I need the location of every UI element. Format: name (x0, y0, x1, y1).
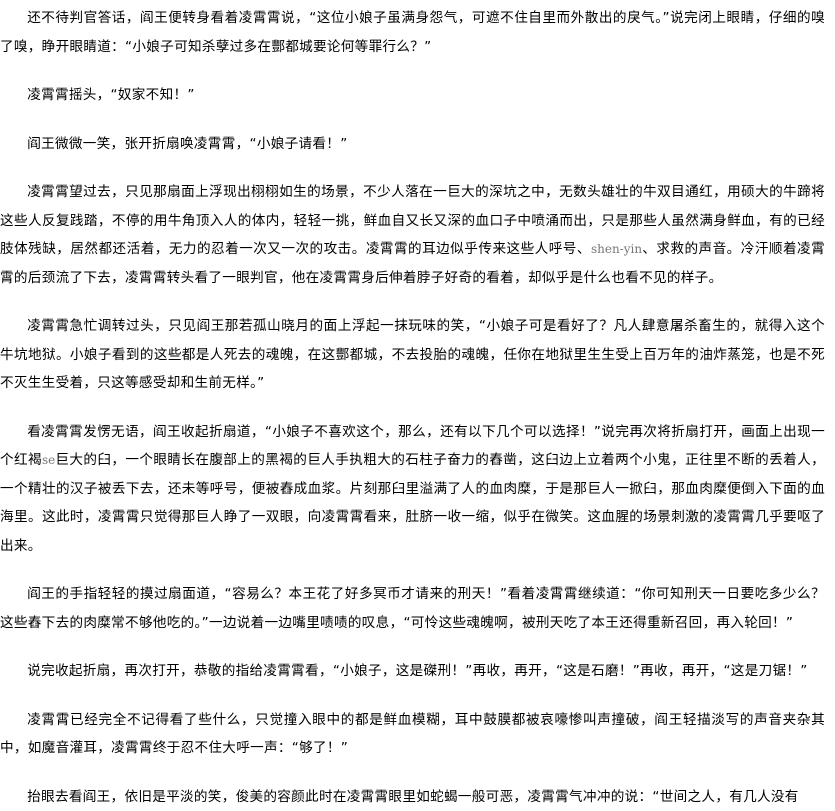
paragraph: 阎王的手指轻轻的摸过扇面道，“容易么？本王花了好多冥币才请来的刑天！”看着凌霄霄… (0, 580, 825, 637)
paragraph: 阎王微微一笑，张开折扇唤凌霄霄，“小娘子请看！” (0, 130, 825, 159)
paragraph-text: 巨大的臼，一个眼睛长在腹部上的黑褐的巨人手执粗大的石柱子奋力的舂凿，这臼边上立着… (0, 452, 825, 554)
paragraph: 抬眼去看阎王，依旧是平淡的笑，俊美的容颜此时在凌霄霄眼里如蛇蝎一般可恶，凌霄霄气… (0, 783, 825, 811)
paragraph: 说完收起折扇，再次打开，恭敬的指给凌霄霄看，“小娘子，这是磔刑！”再收，再开，“… (0, 657, 825, 686)
paragraph: 凌霄霄望过去，只见那扇面上浮现出栩栩如生的场景，不少人落在一巨大的深坑之中，无数… (0, 178, 825, 292)
paragraph: 还不待判官答话，阎王便转身看着凌霄霄说，“这位小娘子虽满身怨气，可遮不住自里而外… (0, 4, 825, 61)
pinyin-text: se (42, 453, 55, 467)
paragraph: 凌霄霄摇头，“奴家不知！” (0, 81, 825, 110)
paragraph: 看凌霄霄发愣无语，阎王收起折扇道，“小娘子不喜欢这个，那么，还有以下几个可以选择… (0, 418, 825, 561)
paragraph: 凌霄霄已经完全不记得看了些什么，只觉撞入眼中的都是鲜血模糊，耳中鼓膜都被哀嚎惨叫… (0, 706, 825, 763)
pinyin-text: shen-yin (591, 242, 642, 256)
paragraph: 凌霄霄急忙调转过头，只见阎王那若孤山晓月的面上浮起一抹玩味的笑，“小娘子可是看好… (0, 312, 825, 398)
